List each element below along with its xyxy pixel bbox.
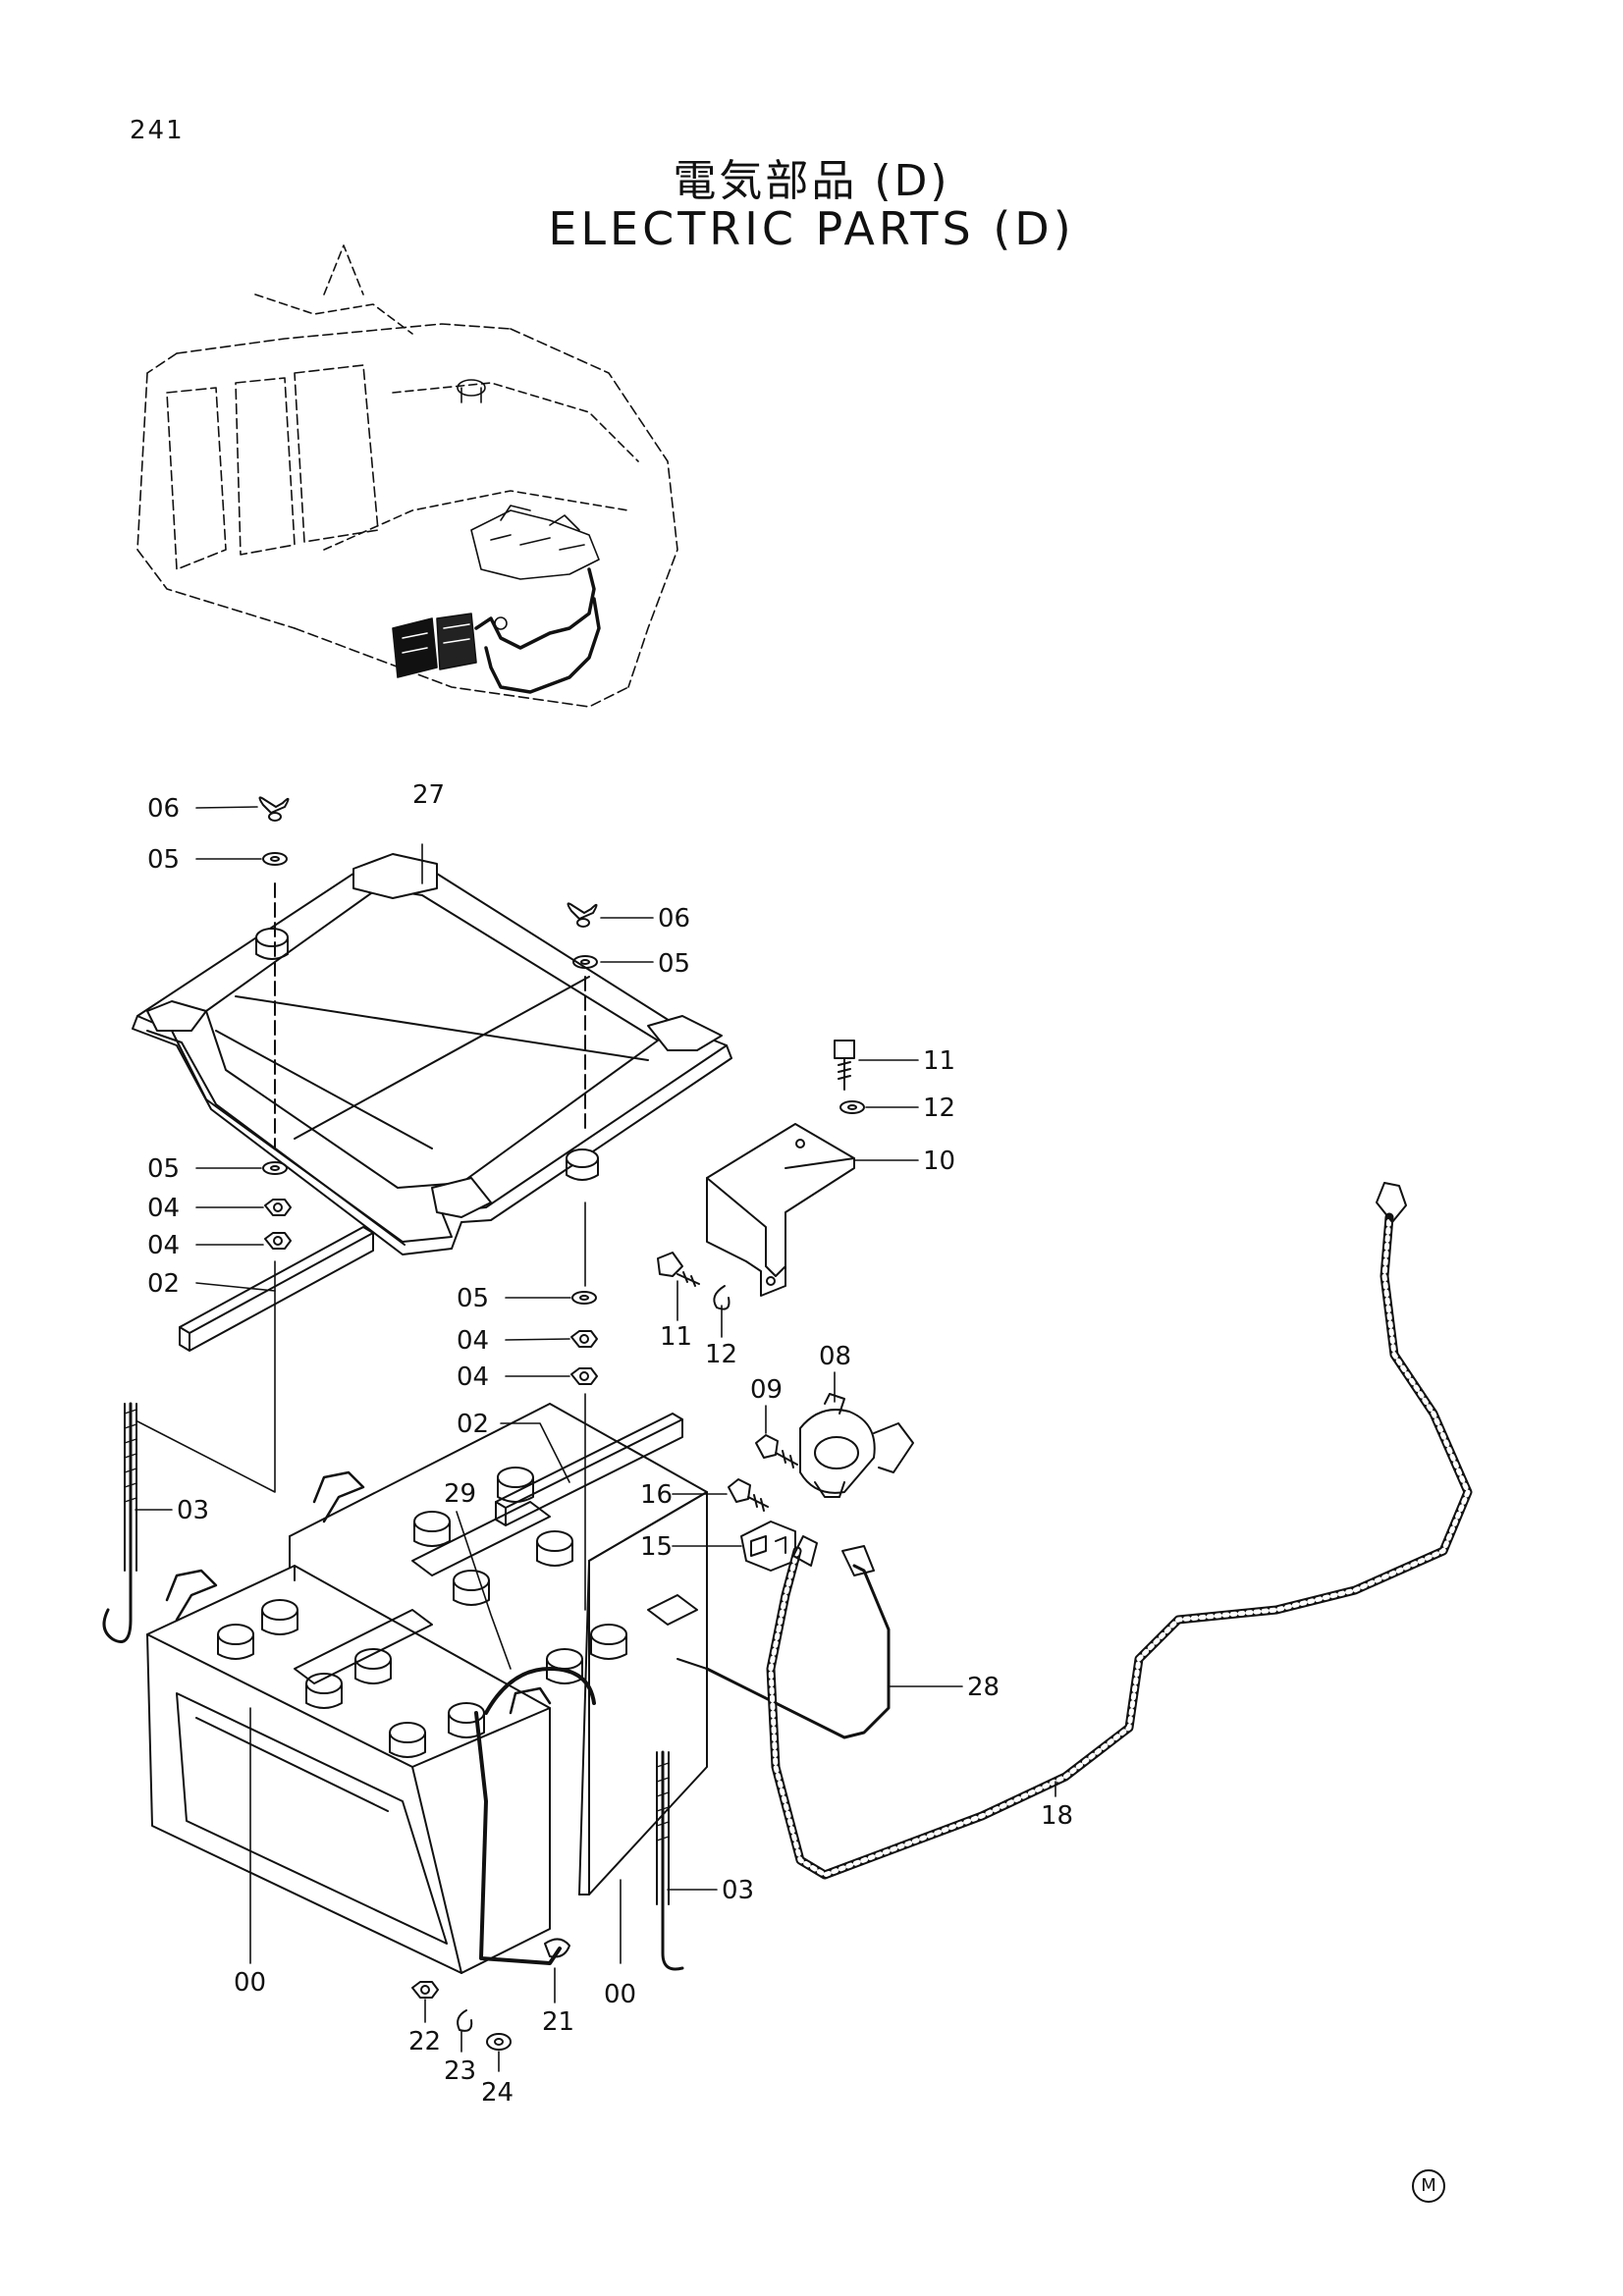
page-number: 241 — [130, 116, 185, 145]
washer-icon — [486, 2033, 512, 2051]
washer-icon — [839, 1100, 865, 1114]
washer-icon — [572, 955, 598, 969]
spring-washer-icon — [713, 1285, 730, 1310]
callout-label: 02 — [147, 1269, 180, 1299]
callout-label: 12 — [705, 1340, 737, 1369]
title-english: ELECTRIC PARTS (D) — [548, 202, 1075, 255]
callout-label: 21 — [542, 2007, 574, 2037]
cable-terminal — [544, 1938, 570, 1958]
callout-label: 04 — [147, 1194, 180, 1223]
callout-label: 28 — [967, 1673, 1000, 1702]
nut-icon — [570, 1330, 598, 1348]
callout-label: 05 — [147, 1154, 180, 1184]
callout-label: 08 — [819, 1342, 851, 1371]
battery-cable — [474, 1711, 562, 1965]
battery-cover — [132, 853, 732, 1255]
jumper-cable — [484, 1667, 596, 1715]
washer-icon — [262, 1161, 288, 1175]
nut-icon — [411, 1981, 439, 1999]
battery-front — [146, 1565, 552, 1974]
callout-label: 05 — [457, 1284, 489, 1313]
callout-label: 03 — [177, 1496, 209, 1525]
bolt-icon — [657, 1252, 700, 1287]
wing-nut-icon — [567, 902, 598, 928]
relay-bracket — [706, 1123, 855, 1297]
washer-icon — [262, 852, 288, 866]
title-japanese: 電気部品 (D) — [673, 156, 950, 206]
callout-label: 04 — [457, 1362, 489, 1392]
callout-label: 04 — [147, 1231, 180, 1260]
bolt-icon — [834, 1040, 855, 1091]
callout-label: 00 — [604, 1980, 636, 2009]
relay-block — [740, 1521, 796, 1572]
callout-label: 22 — [408, 2027, 441, 2056]
hold-down-bar — [179, 1226, 374, 1352]
callout-label: 11 — [660, 1322, 692, 1352]
nut-icon — [264, 1232, 292, 1250]
leader-lines — [135, 806, 1056, 2072]
callout-label: 12 — [923, 1094, 955, 1123]
nut-icon — [264, 1199, 292, 1216]
callout-label: 15 — [640, 1532, 673, 1562]
callout-label: 04 — [457, 1326, 489, 1356]
wing-nut-icon — [258, 796, 290, 822]
callout-label: 06 — [147, 794, 180, 824]
hold-down-bar — [495, 1413, 683, 1526]
callout-label: 23 — [444, 2056, 476, 2086]
j-bolt — [656, 1750, 684, 1971]
callout-label: 02 — [457, 1410, 489, 1439]
battery-rear — [289, 1403, 708, 1896]
callout-label: 18 — [1041, 1801, 1073, 1831]
callout-label: 29 — [444, 1479, 476, 1509]
washer-icon — [571, 1291, 597, 1305]
j-bolt — [102, 1402, 137, 1643]
callout-label: 03 — [722, 1876, 754, 1905]
battery-relay — [799, 1393, 914, 1498]
corner-mark: M — [1412, 2169, 1445, 2203]
callout-label: 00 — [234, 1968, 266, 1998]
cable-28 — [676, 1545, 891, 1739]
bolt-icon — [755, 1434, 798, 1468]
machine-overview-illustration — [136, 244, 678, 708]
center-line — [274, 882, 586, 1149]
callout-label: 05 — [147, 845, 180, 875]
callout-label: 09 — [750, 1375, 783, 1405]
callout-label: 10 — [923, 1147, 955, 1176]
bolt-icon — [728, 1478, 769, 1512]
callout-label: 16 — [640, 1480, 673, 1510]
callout-label: 11 — [923, 1046, 955, 1076]
cable-18 — [766, 1182, 1473, 1880]
callout-label: 27 — [412, 780, 445, 810]
nut-icon — [570, 1367, 598, 1385]
callout-label: 06 — [658, 904, 690, 934]
callout-label: 24 — [481, 2078, 514, 2108]
callout-label: 05 — [658, 949, 690, 979]
spring-washer-icon — [457, 2009, 473, 2032]
